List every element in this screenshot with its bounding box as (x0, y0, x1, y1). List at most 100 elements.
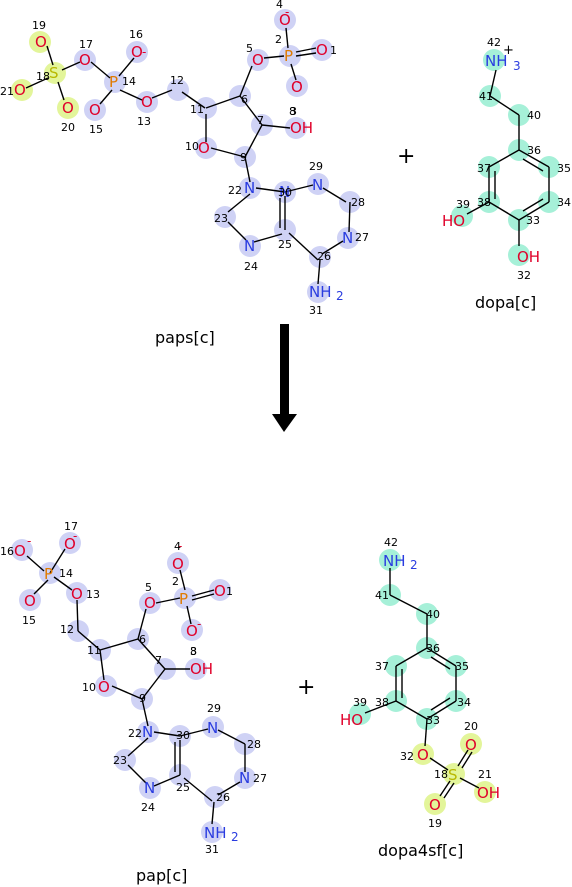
paps-sulfate-highlights (11, 31, 79, 119)
plus-products: + (297, 675, 315, 700)
svg-text:-: - (178, 539, 182, 553)
svg-text:28: 28 (247, 738, 261, 751)
svg-text:O: O (35, 33, 47, 51)
molecule-dopa4sf: NH 2 HO O S O OH O 42 41 40 36 35 34 33 … (340, 536, 500, 860)
svg-text:20: 20 (61, 121, 75, 134)
svg-text:NH: NH (309, 283, 332, 301)
svg-text:8: 8 (289, 105, 296, 118)
svg-text:35: 35 (455, 660, 469, 673)
svg-text:11: 11 (190, 103, 204, 116)
svg-text:32: 32 (400, 750, 414, 763)
svg-text:23: 23 (113, 754, 127, 767)
svg-text:2: 2 (231, 830, 239, 844)
molecule-paps: O S O O O P O - O O O O P O - O O - OH N… (0, 0, 369, 347)
svg-text:14: 14 (122, 75, 136, 88)
svg-text:41: 41 (375, 589, 389, 602)
svg-text:20: 20 (464, 720, 478, 733)
svg-text:1: 1 (226, 585, 233, 598)
svg-text:36: 36 (426, 642, 440, 655)
svg-text:7: 7 (155, 654, 162, 667)
svg-text:24: 24 (244, 260, 258, 273)
svg-text:O: O (429, 796, 441, 814)
svg-text:17: 17 (64, 520, 78, 533)
svg-text:O: O (71, 585, 83, 603)
svg-text:8: 8 (190, 645, 197, 658)
svg-text:26: 26 (317, 250, 331, 263)
svg-text:3: 3 (513, 59, 521, 73)
dopa4sf-sulfate-highlights (412, 733, 496, 815)
svg-text:4: 4 (174, 540, 181, 553)
svg-text:P: P (44, 565, 53, 583)
svg-text:-: - (73, 529, 77, 543)
svg-text:16: 16 (0, 545, 14, 558)
svg-text:O: O (89, 101, 101, 119)
svg-text:O: O (465, 736, 477, 754)
svg-text:O: O (141, 93, 153, 111)
svg-text:O: O (79, 51, 91, 69)
svg-text:N: N (279, 183, 290, 201)
svg-text:2: 2 (336, 289, 344, 303)
svg-text:NH: NH (204, 824, 227, 842)
svg-text:13: 13 (137, 115, 151, 128)
svg-text:O: O (144, 594, 156, 612)
svg-text:32: 32 (517, 269, 531, 282)
svg-text:13: 13 (86, 588, 100, 601)
svg-text:33: 33 (426, 714, 440, 727)
svg-text:O: O (62, 99, 74, 117)
svg-text:S: S (448, 766, 458, 784)
svg-text:O: O (252, 51, 264, 69)
svg-text:34: 34 (457, 696, 471, 709)
svg-text:34: 34 (557, 196, 571, 209)
svg-text:3: 3 (290, 105, 297, 118)
svg-text:10: 10 (82, 681, 96, 694)
svg-text:15: 15 (89, 123, 103, 136)
svg-text:6: 6 (241, 93, 248, 106)
svg-text:16: 16 (129, 28, 143, 41)
paps-indices: 19 17 16 18 14 21 20 15 13 12 11 6 10 9 … (0, 0, 369, 317)
svg-text:28: 28 (351, 196, 365, 209)
svg-text:25: 25 (176, 781, 190, 794)
svg-text:22: 22 (228, 184, 242, 197)
svg-text:39: 39 (456, 198, 470, 211)
svg-text:7: 7 (257, 114, 264, 127)
paps-highlights (74, 9, 361, 303)
svg-text:38: 38 (375, 696, 389, 709)
molecule-dopa: NH 3 + HO OH 42 41 40 36 35 34 33 38 37 … (442, 36, 571, 312)
svg-text:40: 40 (426, 608, 440, 621)
svg-text:N: N (142, 723, 153, 741)
paps-bonds (25, 27, 351, 285)
svg-text:OH: OH (517, 248, 540, 266)
svg-text:22: 22 (128, 727, 142, 740)
svg-text:-: - (27, 534, 31, 548)
svg-text:14: 14 (59, 567, 73, 580)
svg-text:2: 2 (410, 558, 418, 572)
svg-text:O: O (291, 78, 303, 96)
dopa-atoms: NH 3 + HO OH (442, 43, 540, 266)
svg-text:27: 27 (355, 231, 369, 244)
svg-text:11: 11 (87, 644, 101, 657)
molecule-pap: P O - O - O O O O P O - O O - OH N N N N… (0, 520, 267, 885)
dopa4sf-indices: 42 41 40 36 35 34 33 38 37 39 32 18 20 2… (353, 536, 492, 830)
svg-text:18: 18 (434, 768, 448, 781)
svg-text:HO: HO (442, 212, 465, 230)
svg-text:37: 37 (477, 162, 491, 175)
svg-text:41: 41 (479, 90, 493, 103)
dopa-indices: 42 41 40 36 35 34 33 38 37 39 32 (456, 36, 571, 282)
svg-text:15: 15 (22, 614, 36, 627)
svg-text:HO: HO (340, 711, 363, 729)
svg-text:12: 12 (60, 623, 74, 636)
svg-text:S: S (49, 64, 59, 82)
svg-text:O: O (316, 41, 328, 59)
svg-text:12: 12 (170, 74, 184, 87)
svg-text:N: N (244, 237, 255, 255)
svg-text:OH: OH (477, 784, 500, 802)
svg-text:-: - (297, 75, 301, 89)
pap-indices: 17 16 14 13 15 12 11 6 10 9 7 8 5 4 2 1 … (0, 520, 267, 856)
svg-text:OH: OH (290, 119, 313, 137)
svg-text:24: 24 (141, 801, 155, 814)
dopa4sf-atoms: NH 2 HO O S O OH O (340, 552, 500, 814)
svg-text:36: 36 (527, 144, 541, 157)
svg-text:O: O (24, 592, 36, 610)
svg-text:O: O (14, 81, 26, 99)
